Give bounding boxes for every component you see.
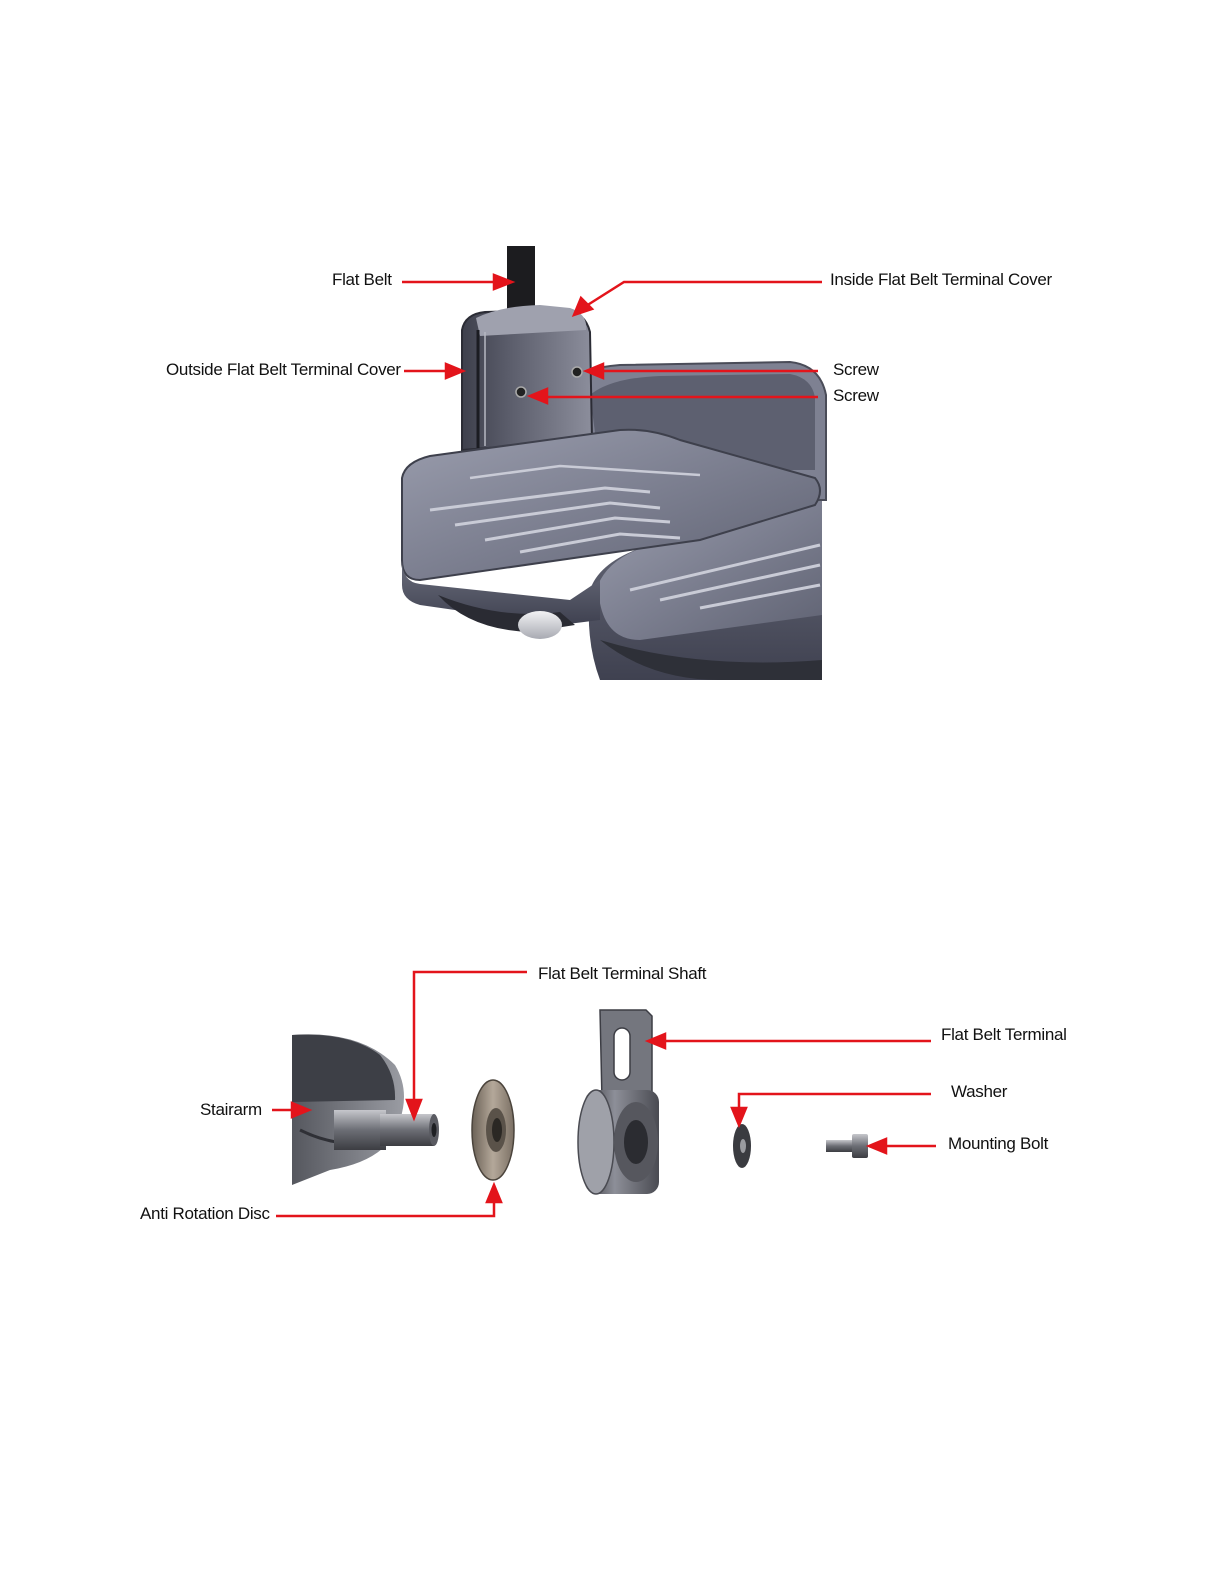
label-flat-belt: Flat Belt [332, 270, 392, 290]
flat-belt-terminal [578, 1010, 659, 1194]
anti-rotation-disc [472, 1080, 514, 1180]
label-flat-belt-terminal: Flat Belt Terminal [941, 1025, 1067, 1045]
label-flat-belt-terminal-shaft: Flat Belt Terminal Shaft [538, 964, 706, 984]
label-screw-lower: Screw [833, 386, 879, 406]
screw-hole-lower [516, 387, 526, 397]
terminal-shaft [334, 1110, 439, 1150]
label-stairarm: Stairarm [200, 1100, 262, 1120]
washer [733, 1124, 751, 1168]
label-washer: Washer [951, 1082, 1007, 1102]
terminal-cover [462, 305, 592, 450]
label-screw-upper: Screw [833, 360, 879, 380]
label-inside-flat-belt-terminal-cover: Inside Flat Belt Terminal Cover [830, 270, 1052, 290]
mounting-bolt [826, 1134, 868, 1158]
label-mounting-bolt: Mounting Bolt [948, 1134, 1048, 1154]
screw-hole-upper [572, 367, 582, 377]
label-anti-rotation-disc: Anti Rotation Disc [140, 1204, 270, 1224]
pedal-roller [518, 611, 562, 639]
label-outside-flat-belt-terminal-cover: Outside Flat Belt Terminal Cover [166, 360, 401, 380]
